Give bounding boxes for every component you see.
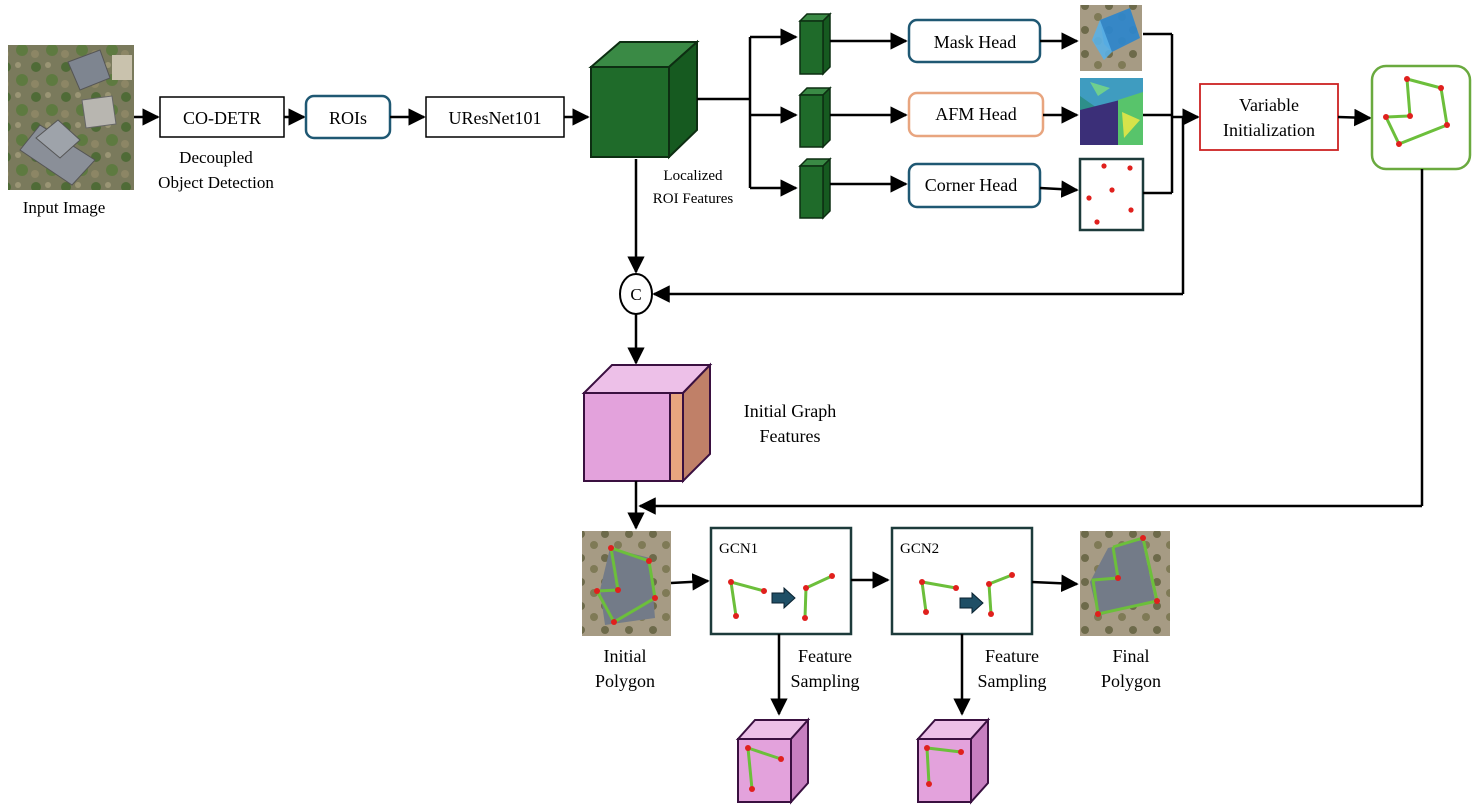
arrow-init-to-polygon xyxy=(1337,108,1372,127)
corner-output-image xyxy=(1078,157,1145,232)
arrow-corner-to-output xyxy=(1039,180,1079,198)
gcn2-block xyxy=(890,526,1034,636)
concat-symbol: C xyxy=(630,285,641,304)
detector-caption-line1: Decoupled xyxy=(179,148,253,167)
variable-init-line2: Initialization xyxy=(1223,120,1315,140)
backbone-label: UResNet101 xyxy=(449,108,542,128)
roi-features-cube xyxy=(588,39,700,160)
mask-branch-feature xyxy=(798,12,832,76)
input-image xyxy=(8,45,134,190)
final-polygon-line1: Final xyxy=(1112,646,1149,666)
backbone-box xyxy=(425,96,565,138)
gcn2-label: GCN2 xyxy=(900,541,939,557)
final-polygon-line2: Polygon xyxy=(1101,671,1161,691)
arrow-gcn2-to-final xyxy=(1031,574,1079,593)
gcn1-label: GCN1 xyxy=(719,541,758,557)
gcn2-sampling-line2: Sampling xyxy=(977,671,1046,691)
initialized-polygon xyxy=(1370,64,1472,171)
branch-connectors xyxy=(697,28,798,197)
afm-output-image xyxy=(1080,78,1143,145)
variable-init-line1: Variable xyxy=(1239,95,1299,115)
gcn1-block xyxy=(709,526,853,636)
roi-features-caption-line1: Localized xyxy=(663,168,723,184)
co-detr-box xyxy=(159,96,285,138)
input-image-caption: Input Image xyxy=(23,198,106,217)
corner-head-label: Corner Head xyxy=(925,175,1017,195)
arrow-polygon-to-gcn1 xyxy=(670,573,710,591)
corner-branch-feature xyxy=(798,157,832,220)
mask-head-label: Mask Head xyxy=(934,32,1016,52)
gcn2-sampled-feature-cube xyxy=(915,717,991,805)
initial-polygon-line1: Initial xyxy=(604,646,647,666)
gcn2-sampling-line1: Feature xyxy=(985,646,1039,666)
graph-features-cube xyxy=(581,362,713,484)
mask-output-image xyxy=(1080,5,1142,71)
afm-head-label: AFM Head xyxy=(935,104,1017,124)
graph-features-line2: Features xyxy=(760,426,821,446)
initial-polygon-image xyxy=(582,531,671,636)
corner-head-box xyxy=(907,162,1042,209)
variable-init-box xyxy=(1199,83,1339,151)
graph-features-line1: Initial Graph xyxy=(744,401,836,421)
gcn1-sampling-line1: Feature xyxy=(798,646,852,666)
gcn1-sampling-line2: Sampling xyxy=(790,671,859,691)
gcn1-sampled-feature-cube xyxy=(735,717,811,805)
initial-polygon-line2: Polygon xyxy=(595,671,655,691)
detector-caption-line2: Object Detection xyxy=(158,173,274,192)
afm-branch-feature xyxy=(798,86,832,149)
rois-label: ROIs xyxy=(329,108,367,128)
init-return-connector xyxy=(638,169,1424,515)
final-polygon-image xyxy=(1080,531,1170,636)
merge-connectors xyxy=(652,32,1200,303)
co-detr-label: CO-DETR xyxy=(183,108,261,128)
roi-features-caption-line2: ROI Features xyxy=(653,191,734,207)
